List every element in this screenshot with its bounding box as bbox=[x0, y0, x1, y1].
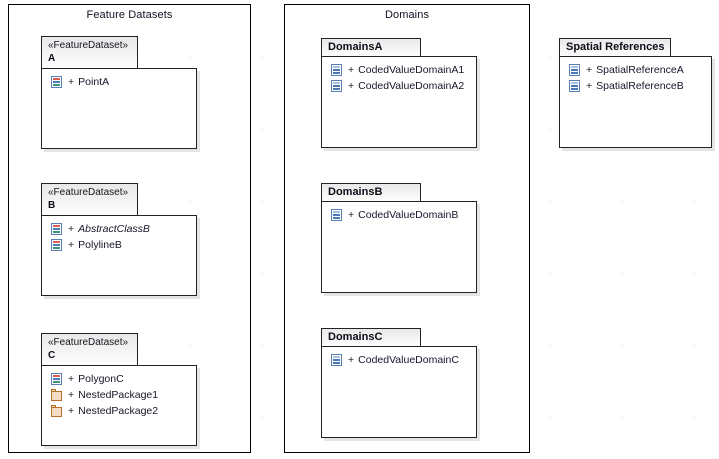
feature-class-icon bbox=[51, 239, 62, 251]
list-item[interactable]: + NestedPackage1 bbox=[42, 387, 196, 403]
member-visibility: + bbox=[586, 80, 593, 92]
package-featuredataset-b[interactable]: «FeatureDataset» B + AbstractClassB + Po… bbox=[41, 183, 201, 296]
package-domains-b[interactable]: DomainsB + CodedValueDomainB bbox=[321, 183, 481, 293]
package-name: Spatial References bbox=[566, 41, 665, 53]
package-featuredataset-c[interactable]: «FeatureDataset» C + PolygonC + NestedPa… bbox=[41, 333, 201, 446]
folder-icon bbox=[51, 405, 62, 417]
member-name: AbstractClassB bbox=[78, 223, 150, 235]
container-feature-datasets[interactable]: Feature Datasets bbox=[8, 4, 251, 453]
list-item[interactable]: + CodedValueDomainA2 bbox=[322, 78, 476, 94]
member-name: PolygonC bbox=[78, 373, 124, 385]
table-icon bbox=[569, 64, 580, 76]
member-name: CodedValueDomainA1 bbox=[358, 64, 465, 76]
package-body-domains-a[interactable]: + CodedValueDomainA1 + CodedValueDomainA… bbox=[321, 56, 477, 148]
package-name: C bbox=[48, 349, 56, 361]
package-body-spatial-references[interactable]: + SpatialReferenceA + SpatialReferenceB bbox=[559, 56, 712, 148]
package-tab-domains-c[interactable]: DomainsC bbox=[321, 328, 421, 346]
package-stereotype: «FeatureDataset» bbox=[48, 187, 129, 198]
list-item[interactable]: + PolygonC bbox=[42, 371, 196, 387]
list-item[interactable]: + PolylineB bbox=[42, 237, 196, 253]
package-name: A bbox=[48, 52, 56, 64]
member-visibility: + bbox=[348, 354, 355, 366]
member-name: SpatialReferenceB bbox=[596, 80, 684, 92]
member-visibility: + bbox=[68, 76, 75, 88]
package-name: DomainsC bbox=[328, 331, 383, 343]
member-name: SpatialReferenceA bbox=[596, 64, 684, 76]
member-visibility: + bbox=[586, 64, 593, 76]
table-icon bbox=[331, 354, 342, 366]
member-visibility: + bbox=[348, 209, 355, 221]
member-name: NestedPackage2 bbox=[78, 405, 159, 417]
package-body-domains-b[interactable]: + CodedValueDomainB bbox=[321, 201, 477, 293]
member-visibility: + bbox=[68, 223, 75, 235]
table-icon bbox=[331, 64, 342, 76]
package-domains-a[interactable]: DomainsA + CodedValueDomainA1 + CodedVal… bbox=[321, 38, 481, 148]
package-tab-spatial-references[interactable]: Spatial References bbox=[559, 38, 671, 56]
container-title-domains: Domains bbox=[384, 9, 430, 21]
member-visibility: + bbox=[68, 373, 75, 385]
table-icon bbox=[331, 209, 342, 221]
package-tab-featuredataset-b[interactable]: «FeatureDataset» B bbox=[41, 183, 138, 215]
member-visibility: + bbox=[68, 389, 75, 401]
list-item[interactable]: + SpatialReferenceB bbox=[560, 78, 711, 94]
feature-class-icon bbox=[51, 76, 62, 88]
package-tab-featuredataset-a[interactable]: «FeatureDataset» A bbox=[41, 36, 138, 68]
feature-class-icon bbox=[51, 373, 62, 385]
list-item[interactable]: + CodedValueDomainA1 bbox=[322, 62, 476, 78]
member-name: CodedValueDomainA2 bbox=[358, 80, 465, 92]
package-featuredataset-a[interactable]: «FeatureDataset» A + PointA bbox=[41, 36, 201, 149]
list-item[interactable]: + CodedValueDomainB bbox=[322, 207, 476, 223]
package-domains-c[interactable]: DomainsC + CodedValueDomainC bbox=[321, 328, 481, 438]
list-item[interactable]: + AbstractClassB bbox=[42, 221, 196, 237]
package-stereotype: «FeatureDataset» bbox=[48, 40, 129, 51]
member-visibility: + bbox=[68, 239, 75, 251]
container-domains[interactable]: Domains bbox=[284, 4, 530, 453]
package-tab-domains-b[interactable]: DomainsB bbox=[321, 183, 421, 201]
package-tab-domains-a[interactable]: DomainsA bbox=[321, 38, 421, 56]
list-item[interactable]: + CodedValueDomainC bbox=[322, 352, 476, 368]
package-body-domains-c[interactable]: + CodedValueDomainC bbox=[321, 346, 477, 438]
package-tab-featuredataset-c[interactable]: «FeatureDataset» C bbox=[41, 333, 138, 365]
package-name: DomainsA bbox=[328, 41, 383, 53]
package-body-featuredataset-b[interactable]: + AbstractClassB + PolylineB bbox=[41, 215, 197, 296]
package-name: B bbox=[48, 199, 56, 211]
list-item[interactable]: + NestedPackage2 bbox=[42, 403, 196, 419]
member-name: NestedPackage1 bbox=[78, 389, 159, 401]
member-name: PointA bbox=[78, 76, 110, 88]
member-name: PolylineB bbox=[78, 239, 122, 251]
list-item[interactable]: + SpatialReferenceA bbox=[560, 62, 711, 78]
package-body-featuredataset-c[interactable]: + PolygonC + NestedPackage1 + NestedPack… bbox=[41, 365, 197, 446]
member-visibility: + bbox=[348, 80, 355, 92]
table-icon bbox=[569, 80, 580, 92]
member-visibility: + bbox=[348, 64, 355, 76]
list-item[interactable]: + PointA bbox=[42, 74, 196, 90]
member-visibility: + bbox=[68, 405, 75, 417]
table-icon bbox=[331, 80, 342, 92]
package-body-featuredataset-a[interactable]: + PointA bbox=[41, 68, 197, 149]
folder-icon bbox=[51, 389, 62, 401]
feature-class-icon bbox=[51, 223, 62, 235]
package-name: DomainsB bbox=[328, 186, 383, 198]
package-spatial-references[interactable]: Spatial References + SpatialReferenceA +… bbox=[559, 38, 715, 148]
container-title-feature-datasets: Feature Datasets bbox=[86, 9, 173, 21]
package-stereotype: «FeatureDataset» bbox=[48, 337, 129, 348]
member-name: CodedValueDomainC bbox=[358, 354, 459, 366]
member-name: CodedValueDomainB bbox=[358, 209, 459, 221]
